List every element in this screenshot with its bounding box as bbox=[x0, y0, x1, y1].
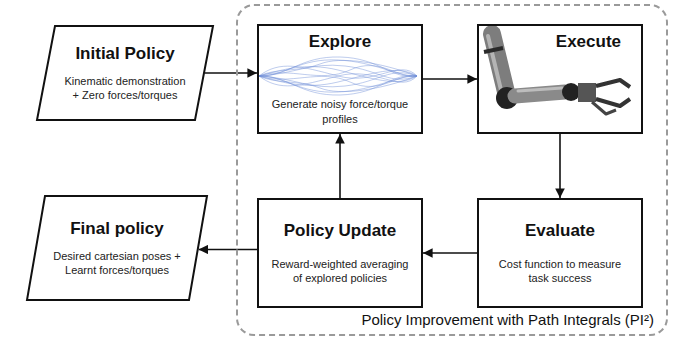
flow-arrow bbox=[205, 72, 257, 74]
node-body: Generate noisy force/torque profiles bbox=[267, 97, 413, 126]
node-body: Cost function to measure task success bbox=[489, 257, 631, 286]
flow-arrow bbox=[559, 134, 561, 198]
node-body: Desired cartesian poses + Learnt forces/… bbox=[50, 249, 184, 278]
input-parallelogram: Initial PolicyKinematic demonstration + … bbox=[36, 25, 214, 121]
process-box: ExploreGenerate noisy force/torque profi… bbox=[257, 24, 423, 134]
wave bbox=[259, 73, 417, 87]
node-title: Execute bbox=[556, 32, 621, 52]
arm-band bbox=[484, 48, 503, 52]
noise-waves bbox=[259, 57, 417, 95]
parallelogram-shape bbox=[27, 196, 207, 300]
loop-region: Policy Improvement with Path Integrals (… bbox=[236, 4, 668, 336]
forearm bbox=[515, 92, 565, 96]
node-title: Policy Update bbox=[284, 221, 396, 241]
parallelogram-outline bbox=[36, 25, 214, 121]
finger bbox=[592, 102, 616, 114]
flow-arrow bbox=[339, 134, 341, 198]
node-body: Kinematic demonstration + Zero forces/to… bbox=[60, 74, 190, 103]
parallelogram-shape bbox=[37, 26, 213, 120]
node-title: Evaluate bbox=[525, 221, 595, 241]
finger bbox=[596, 99, 630, 106]
node-title: Explore bbox=[309, 32, 371, 52]
output-parallelogram: Final policyDesired cartesian poses + Le… bbox=[26, 195, 208, 301]
process-box: EvaluateCost function to measure task su… bbox=[477, 198, 643, 308]
wave bbox=[259, 65, 417, 79]
process-box: Execute bbox=[477, 24, 643, 134]
node-body: Reward-weighted averaging of explored po… bbox=[269, 257, 411, 286]
node-title: Initial Policy bbox=[75, 44, 174, 64]
flow-arrow bbox=[199, 249, 257, 251]
arm-highlight bbox=[488, 36, 501, 90]
forearm-highlight bbox=[518, 88, 562, 91]
wrist-joint bbox=[562, 83, 580, 101]
region-label: Policy Improvement with Path Integrals (… bbox=[361, 311, 654, 328]
node-title: Final policy bbox=[70, 219, 164, 239]
flow-arrow bbox=[423, 252, 477, 254]
process-box: Policy UpdateReward-weighted averaging o… bbox=[257, 198, 423, 308]
finger bbox=[596, 80, 630, 87]
wave bbox=[259, 76, 417, 87]
palm bbox=[578, 83, 596, 102]
parallelogram-outline bbox=[26, 195, 208, 301]
flow-arrow bbox=[423, 78, 477, 80]
wave bbox=[259, 66, 417, 77]
